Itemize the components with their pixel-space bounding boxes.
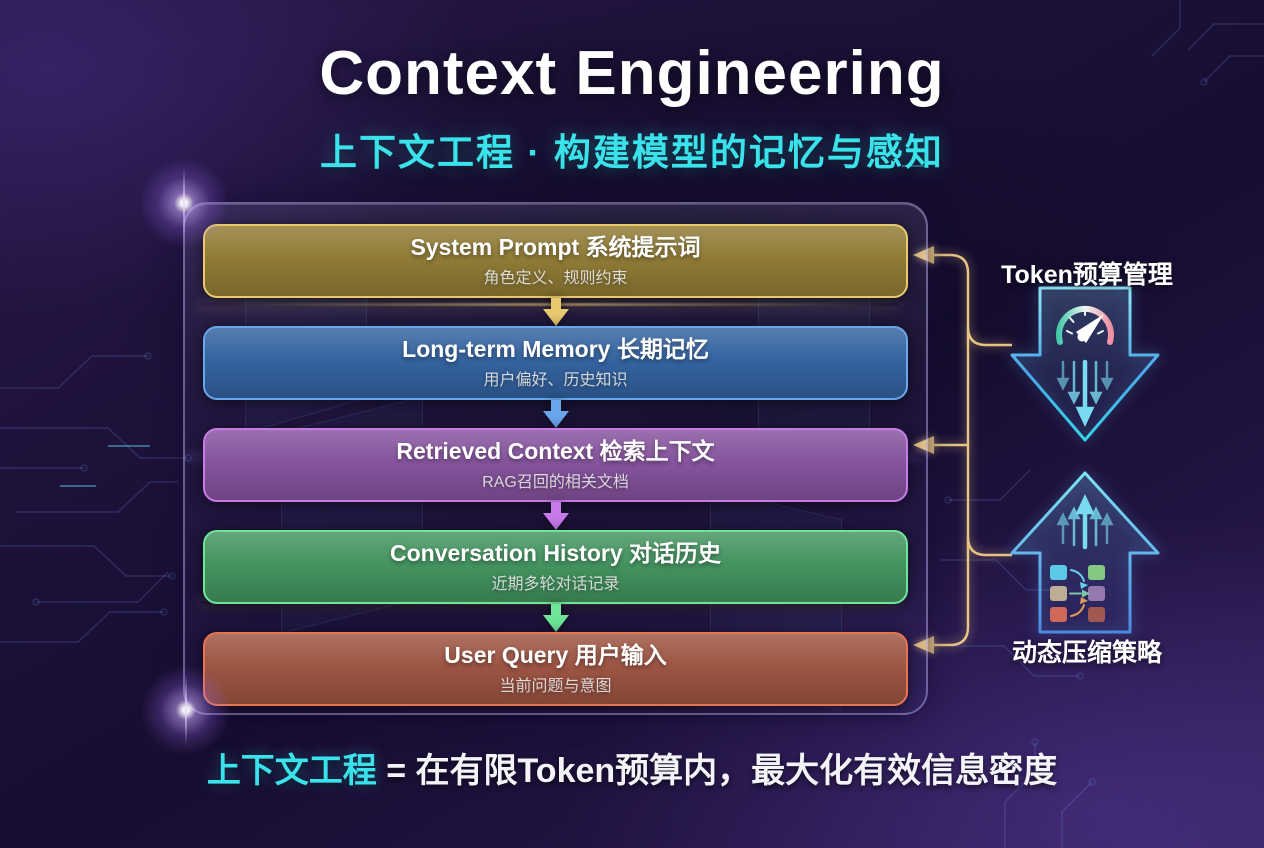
formula: 上下文工程 = 在有限Token预算内，最大化有效信息密度 [0,743,1264,792]
layer-subtitle: 角色定义、规则约束 [483,270,628,288]
formula-highlight: 上下文工程 [206,752,377,790]
layer-long-term-memory: Long-term Memory 长期记忆 用户偏好、历史知识 [203,326,908,400]
header: Context Engineering 上下文工程 · 构建模型的记忆与感知 [0,39,1264,176]
layer-subtitle: RAG召回的相关文档 [482,474,629,492]
layer-subtitle: 近期多轮对话记录 [491,576,620,594]
compression-label: 动态压缩策略 [1011,639,1162,667]
mini-up-arrows-icon [1056,494,1114,550]
arrow-row [203,400,908,428]
layer-title: User Query 用户输入 [444,641,667,668]
page-subtitle: 上下文工程 · 构建模型的记忆与感知 [320,132,944,174]
arrow-row [203,502,908,530]
page-title: Context Engineering [319,39,945,108]
big-up-arrow-icon [1010,471,1160,634]
token-management-graphic [913,246,1160,654]
flow-arrow-down-icon [542,604,569,632]
flow-arrow-down-icon [542,400,569,428]
big-down-arrow-icon [1010,286,1160,442]
layer-title: Conversation History 对话历史 [390,539,721,566]
speedometer-icon [1056,305,1114,345]
layer-conversation-history: Conversation History 对话历史 近期多轮对话记录 [203,530,908,604]
layer-user-query: User Query 用户输入 当前问题与意图 [203,632,908,706]
flow-arrow-down-icon [542,298,569,326]
formula-text: = 在有限Token预算内，最大化有效信息密度 [376,752,1058,790]
context-stack-panel: System Prompt 系统提示词 角色定义、规则约束 Long-term … [183,202,928,715]
layer-subtitle: 用户偏好、历史知识 [483,372,628,390]
mini-down-arrows-icon [1056,359,1114,427]
compression-blocks-icon [1050,565,1105,622]
arrow-row [203,298,908,326]
arrow-row [203,604,908,632]
token-budget-label: Token预算管理 [1001,261,1173,289]
connector-arrowhead-icon [913,246,934,654]
layer-system-prompt: System Prompt 系统提示词 角色定义、规则约束 [203,224,908,298]
layer-title: Retrieved Context 检索上下文 [396,437,715,464]
layer-retrieved-context: Retrieved Context 检索上下文 RAG召回的相关文档 [203,428,908,502]
layer-title: System Prompt 系统提示词 [410,233,701,260]
layer-title: Long-term Memory 长期记忆 [402,335,709,362]
layer-subtitle: 当前问题与意图 [499,678,612,696]
flow-arrow-down-icon [542,502,569,530]
connector-lines [933,253,1012,647]
